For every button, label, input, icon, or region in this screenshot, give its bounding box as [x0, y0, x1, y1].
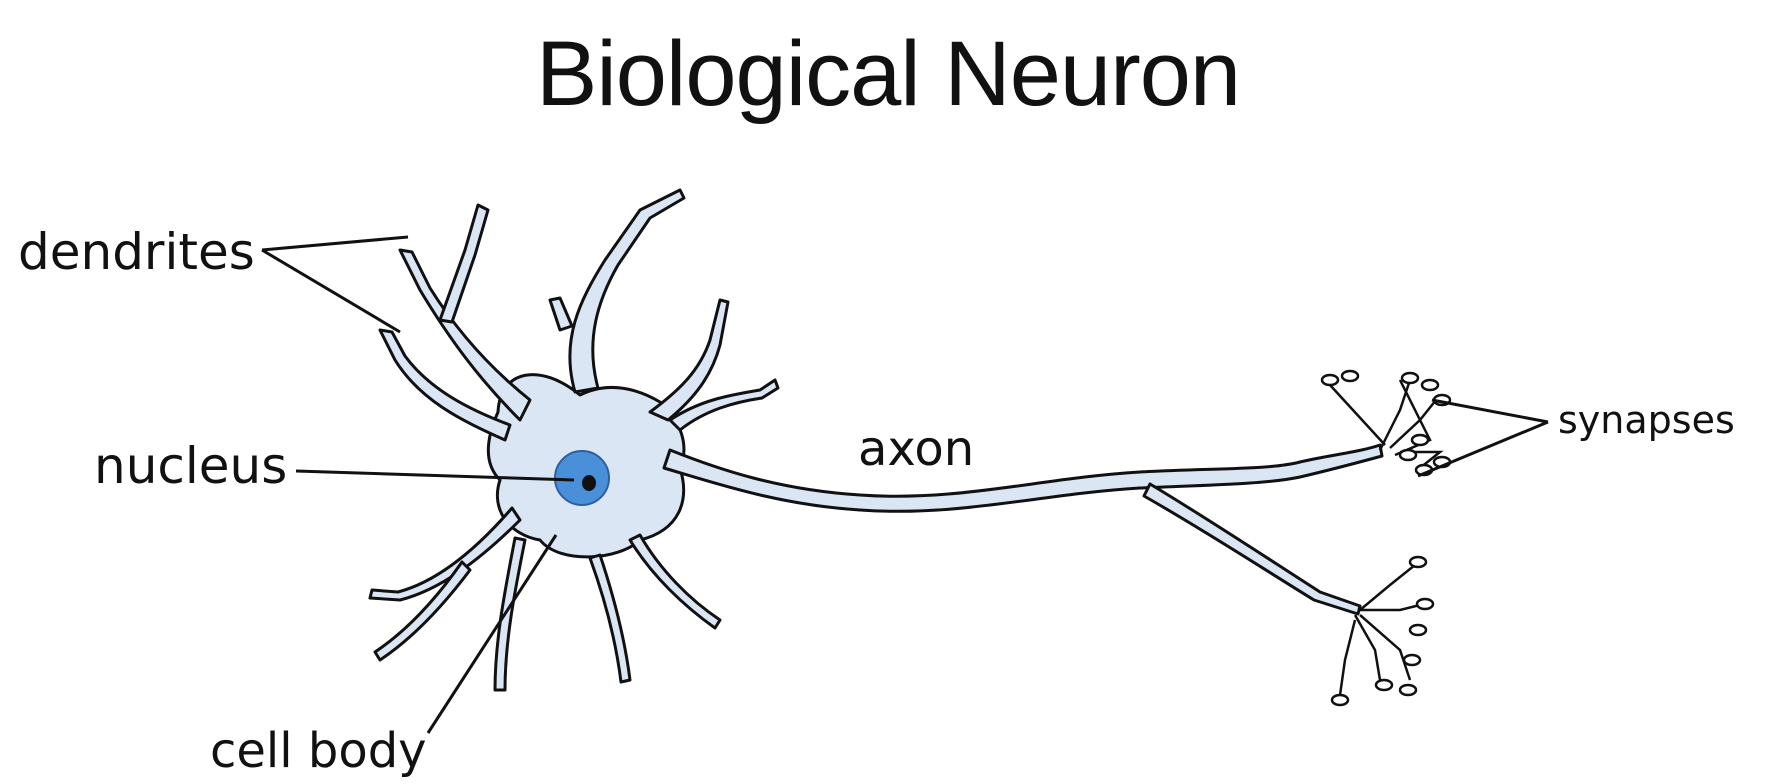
dendrites-label: dendrites: [18, 223, 255, 281]
synapses-leader: [1417, 398, 1549, 478]
dendrite-left-branch: [378, 328, 512, 442]
dendrite-upper-right: [648, 298, 730, 422]
dendrite-lower-left-branch: [373, 560, 472, 662]
dendrite-lower-down: [493, 536, 527, 692]
nucleus-shape: [554, 450, 610, 506]
synapses-label: synapses: [1558, 398, 1735, 442]
dendrite-lower-left: [368, 506, 522, 602]
nucleus-label: nucleus: [94, 437, 288, 495]
dendrite-top-twig: [548, 296, 574, 332]
nucleolus-shape: [582, 475, 596, 491]
axon-collateral: [1142, 482, 1362, 616]
dendrite-lower-right-2: [588, 553, 632, 684]
leader-lines: [261, 235, 1549, 734]
dendrite-lower-right: [628, 533, 722, 630]
dendrite-left-twig: [438, 203, 490, 324]
dendrite-top-center: [568, 188, 686, 394]
dendrites-leader: [261, 235, 409, 334]
cell-body-label: cell body: [210, 723, 427, 779]
dendrite-right-branch: [668, 378, 780, 432]
axon-shape: [662, 443, 1384, 513]
synapse-terminals-lower: [1330, 555, 1435, 707]
cell-body-leader: [426, 534, 558, 734]
nucleus-leader: [295, 469, 575, 482]
axon-label: axon: [858, 421, 975, 477]
dendrite-upper-left: [398, 248, 532, 422]
diagram-title: Biological Neuron: [535, 23, 1241, 125]
